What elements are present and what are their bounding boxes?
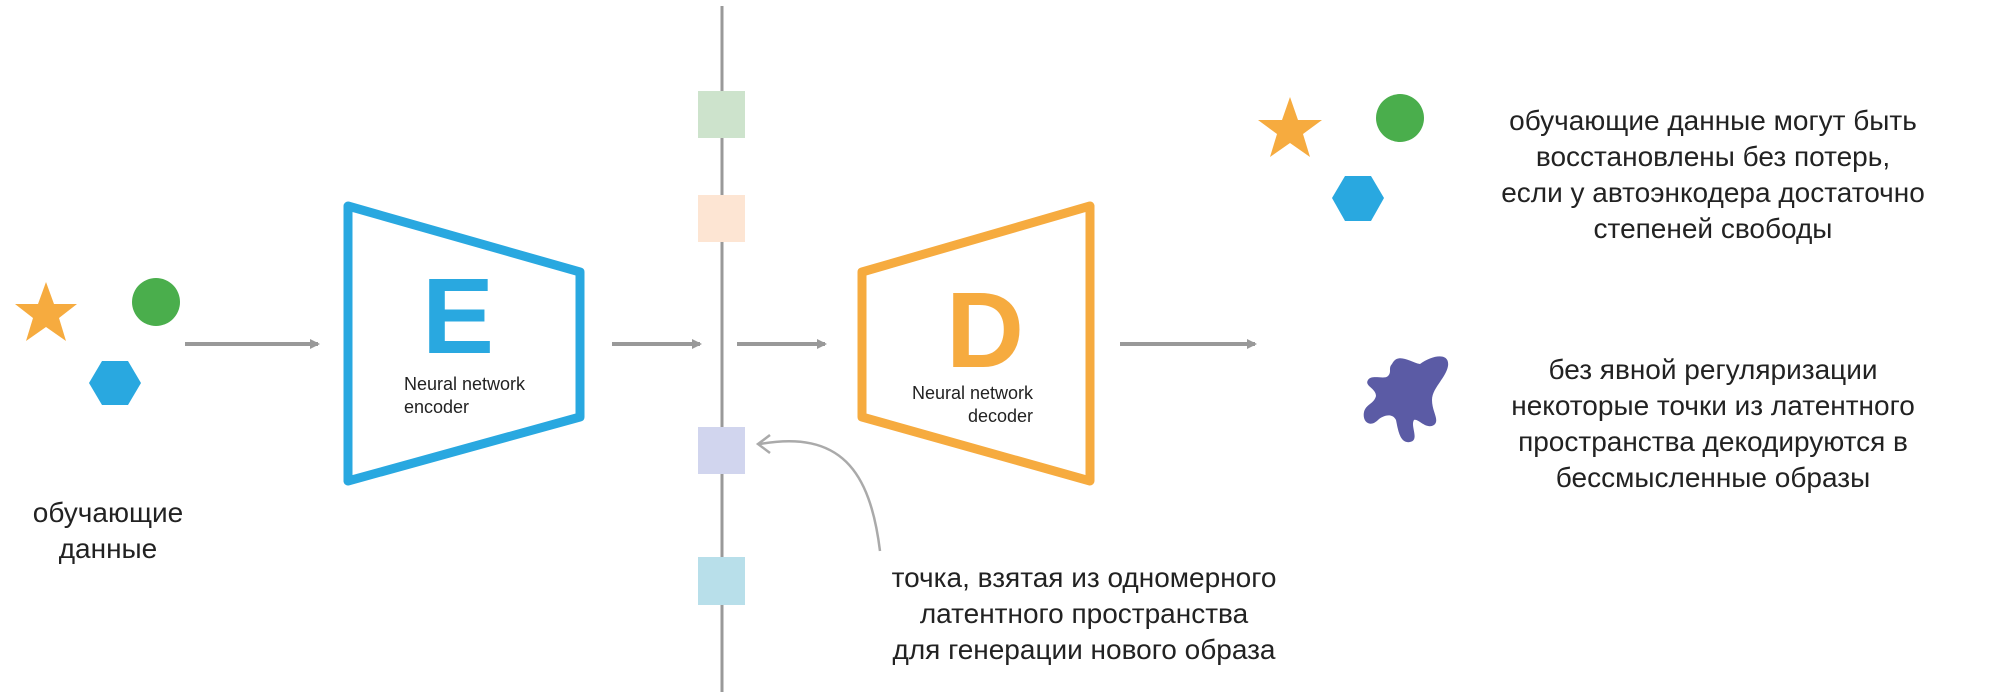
star-icon — [1258, 97, 1322, 157]
result-bad-line-2: некоторые точки из латентного — [1511, 390, 1915, 421]
result-bad-line-1: без явной регуляризации — [1548, 354, 1878, 385]
latent-point-lavender — [698, 427, 745, 474]
input-label-line-2: данные — [58, 533, 158, 564]
result-good-line-4: степеней свободы — [1593, 213, 1833, 244]
decoder-label-line-1: Neural network — [912, 383, 1034, 403]
circle-icon — [1376, 94, 1424, 142]
decoder-label: Neural network decoder — [912, 382, 1033, 428]
latent-point-note: точка, взятая из одномерного латентного … — [892, 560, 1277, 668]
latent-note-line-1: точка, взятая из одномерного — [891, 562, 1277, 593]
latent-point-lightblue — [698, 557, 745, 605]
result-good-line-2: восстановлены без потерь, — [1535, 141, 1891, 172]
result-bad-line-3: пространства декодируются в — [1518, 426, 1908, 457]
meaningless-blob-icon — [1363, 356, 1449, 443]
latent-point-peach — [698, 195, 745, 242]
callout-arrow-head — [755, 434, 771, 454]
latent-note-line-3: для генерации нового образа — [892, 634, 1276, 665]
encoder-trapezoid — [343, 201, 585, 486]
circle-icon — [132, 278, 180, 326]
result-good-line-3: если у автоэнкодера достаточно — [1501, 177, 1925, 208]
encoder-letter: E — [422, 255, 495, 376]
decoder-trapezoid — [857, 201, 1095, 486]
hexagon-icon — [1332, 176, 1384, 221]
decoder-letter: D — [946, 269, 1024, 390]
star-icon — [15, 282, 77, 341]
input-label: обучающие данные — [33, 495, 183, 567]
result-good-line-1: обучающие данные могут быть — [1509, 105, 1917, 136]
latent-point-green — [698, 91, 745, 138]
hexagon-icon — [89, 361, 141, 405]
latent-note-line-2: латентного пространства — [919, 598, 1249, 629]
callout-arrow — [759, 440, 882, 552]
encoder-label-line-1: Neural network — [404, 374, 526, 394]
result-bad-line-4: бессмысленные образы — [1555, 462, 1871, 493]
input-label-line-1: обучающие — [32, 497, 184, 528]
result-bad-text: без явной регуляризации некоторые точки … — [1511, 352, 1915, 496]
result-good-text: обучающие данные могут быть восстановлен… — [1501, 103, 1925, 247]
decoder-label-line-2: decoder — [968, 406, 1034, 426]
encoder-label-line-2: encoder — [404, 397, 470, 417]
encoder-label: Neural network encoder — [404, 373, 525, 419]
